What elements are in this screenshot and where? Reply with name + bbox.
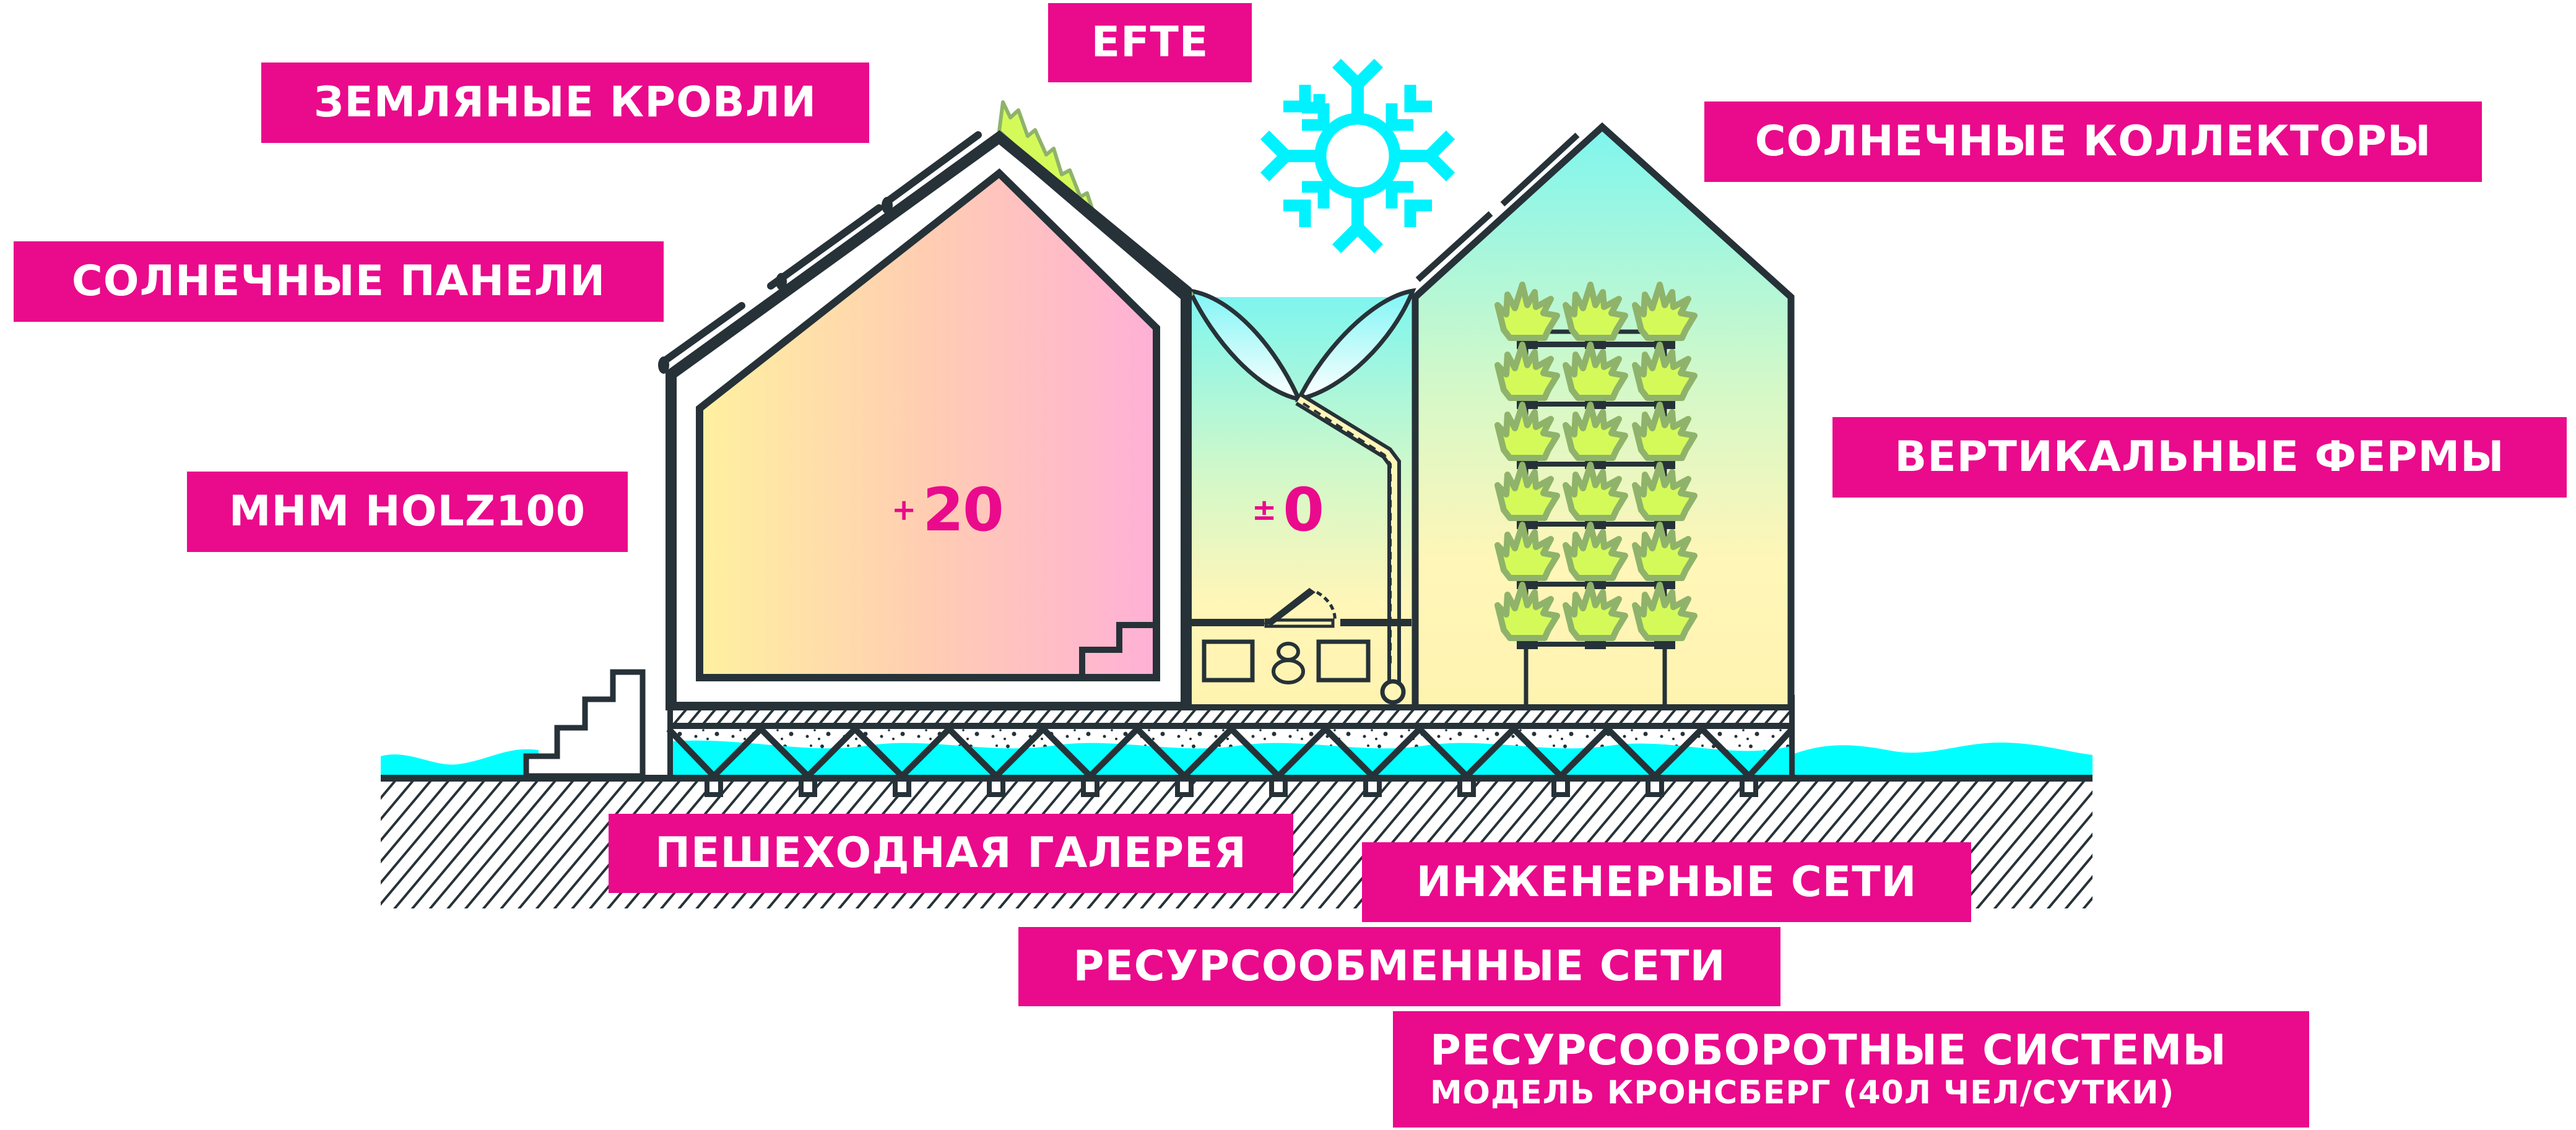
entrance-stairs xyxy=(523,669,646,779)
temperature-warm-room: + 20 xyxy=(891,475,1004,545)
solar-panels xyxy=(658,131,982,374)
temperature-sign: + xyxy=(891,493,917,527)
efte-cushions xyxy=(1186,288,1416,402)
label-solar-collectors: СОЛНЕЧНЫЕ КОЛЛЕКТОРЫ xyxy=(1704,101,2482,182)
vertical-farm xyxy=(1498,285,1694,704)
truss xyxy=(666,724,1795,781)
warm-house xyxy=(658,100,1194,710)
label-pedestrian-gallery: ПЕШЕХОДНАЯ ГАЛЕРЕЯ xyxy=(609,814,1293,893)
greenhouse xyxy=(1412,122,1795,705)
interior-stairs xyxy=(1079,622,1156,678)
label-earth-roofs: ЗЕМЛЯНЫЕ КРОВЛИ xyxy=(261,63,869,143)
ventilation-duct xyxy=(1295,393,1406,705)
temperature-buffer-zone: ± 0 xyxy=(1252,475,1324,545)
snowflake-icon xyxy=(1260,58,1455,254)
label-resource-exchange-networks: РЕСУРСООБМЕННЫЕ СЕТИ xyxy=(1018,927,1780,1006)
temperature-value: 0 xyxy=(1283,475,1324,545)
label-solar-panels: СОЛНЕЧНЫЕ ПАНЕЛИ xyxy=(14,241,664,322)
solar-collectors xyxy=(1415,132,1580,282)
temperature-value: 20 xyxy=(922,475,1004,545)
label-resource-cycle-systems: РЕСУРСООБОРОТНЫЕ СИСТЕМЫ МОДЕЛЬ КРОНСБЕР… xyxy=(1393,1011,2309,1128)
label-efte: EFTE xyxy=(1048,3,1252,82)
ground-line xyxy=(381,775,2092,782)
buffer-zone xyxy=(1182,288,1416,705)
temperature-sign: ± xyxy=(1252,493,1277,527)
label-mhm-holz100: MHM HOLZ100 xyxy=(187,472,628,552)
kitchen-unit xyxy=(1190,588,1412,684)
water-surface xyxy=(381,742,2092,776)
label-engineering-networks: ИНЖЕНЕРНЫЕ СЕТИ xyxy=(1362,842,1971,922)
label-vertical-farms: ВЕРТИКАЛЬНЫЕ ФЕРМЫ xyxy=(1832,417,2567,498)
